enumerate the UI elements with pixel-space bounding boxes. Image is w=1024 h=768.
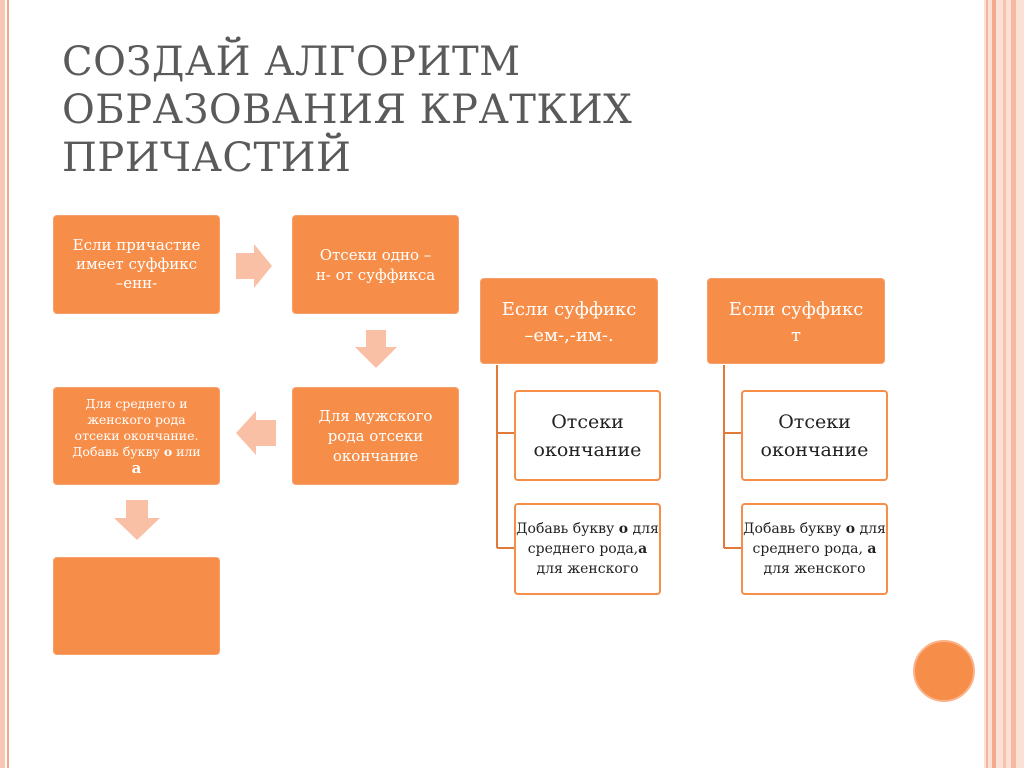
sub-text: Отсеки xyxy=(778,410,851,433)
letter-o: о xyxy=(845,521,856,537)
step-box-suffix-enn: Если причастие имеет суффикс –енн- xyxy=(53,215,220,314)
tree-connector xyxy=(723,365,741,549)
step-text: –енн- xyxy=(115,274,158,292)
branch-header-em-im: Если суффикс –ем-,-им-. xyxy=(480,278,658,364)
title-line: ПРИЧАСТИЙ xyxy=(62,135,352,181)
text-part: рода, xyxy=(599,541,639,557)
slide-title: СОЗДАЙ АЛГОРИТМ ОБРАЗОВАНИЯ КРАТКИХ ПРИЧ… xyxy=(62,38,702,182)
branch-header-text: т xyxy=(791,325,801,346)
left-stripe-thin xyxy=(7,0,9,768)
step-box-cut-n: Отсеки одно – н- от суффикса xyxy=(292,215,459,314)
sub-text: окончание xyxy=(760,438,869,461)
step-text: окончание xyxy=(332,447,419,465)
sub-text-line: о для среднего xyxy=(528,521,659,557)
title-line: СОЗДАЙ АЛГОРИТМ xyxy=(62,39,521,85)
text-part: Добавь букву xyxy=(72,444,164,459)
text-part: для xyxy=(763,561,790,577)
step-text: Для среднего и xyxy=(85,396,188,411)
step-text: Отсеки одно – xyxy=(319,245,432,264)
branch-em-im-cut-ending: Отсеки окончание xyxy=(514,390,661,481)
text-part: для среднего xyxy=(752,521,886,557)
text-part: для среднего xyxy=(527,521,659,557)
sub-text: Добавь букву xyxy=(743,521,842,537)
step-text: имеет суффикс xyxy=(76,255,197,273)
letter-a-text: а xyxy=(131,459,142,477)
text-part: или xyxy=(172,444,201,459)
step-text: н- от суффикса xyxy=(315,265,436,284)
branch-t-add-letter: Добавь букву о для среднего рода, а для … xyxy=(741,503,888,595)
step-text: Если причастие xyxy=(72,236,201,254)
arrow-left-icon xyxy=(236,411,276,455)
step-text: женского рода xyxy=(87,412,186,427)
sub-text-line: о для среднего xyxy=(753,521,886,557)
sub-text: Отсеки xyxy=(551,410,624,433)
sub-text: женского xyxy=(567,561,639,577)
step-text: рода отсеки xyxy=(327,427,424,445)
branch-header-t: Если суффикс т xyxy=(707,278,885,364)
step-box-empty xyxy=(53,557,220,655)
sub-text: женского xyxy=(794,561,866,577)
right-stripe xyxy=(1003,0,1006,768)
branch-header-text: Если суффикс xyxy=(501,299,637,320)
left-stripe xyxy=(0,0,5,768)
decorative-circle xyxy=(913,640,975,702)
right-stripe xyxy=(992,0,996,768)
sub-text: окончание xyxy=(533,438,642,461)
letter-a: а xyxy=(72,460,200,476)
title-line: ОБРАЗОВАНИЯ КРАТКИХ xyxy=(62,87,633,133)
tree-connector xyxy=(496,365,514,549)
letter-o: о xyxy=(618,521,629,537)
right-stripe xyxy=(1011,0,1016,768)
text-part: для xyxy=(536,561,563,577)
branch-t-cut-ending: Отсеки окончание xyxy=(741,390,888,481)
step-box-neuter-feminine: Для среднего и женского рода отсеки окон… xyxy=(53,387,220,485)
branch-em-im-add-letter: Добавь букву о для среднего рода,а для ж… xyxy=(514,503,661,595)
step-text: отсеки окончание. xyxy=(74,428,199,443)
branch-header-text: Если суффикс xyxy=(728,299,864,320)
step-text: Для мужского xyxy=(318,407,433,425)
branch-header-text: –ем-,-им-. xyxy=(524,325,614,346)
arrow-down-icon xyxy=(114,500,160,540)
step-text-letters: Добавь букву о или xyxy=(72,444,200,460)
letter-a: а xyxy=(867,541,877,557)
arrow-right-icon xyxy=(236,244,272,288)
right-stripe xyxy=(986,0,988,768)
sub-text-line: рода,а для xyxy=(536,541,647,577)
sub-text-line: рода, а для xyxy=(763,541,876,577)
arrow-down-icon xyxy=(355,330,397,368)
text-part: рода, xyxy=(824,541,868,557)
letter-o: о xyxy=(163,444,173,459)
sub-text: Добавь букву xyxy=(516,521,615,537)
step-box-masculine: Для мужского рода отсеки окончание xyxy=(292,387,459,485)
letter-a: а xyxy=(638,541,648,557)
